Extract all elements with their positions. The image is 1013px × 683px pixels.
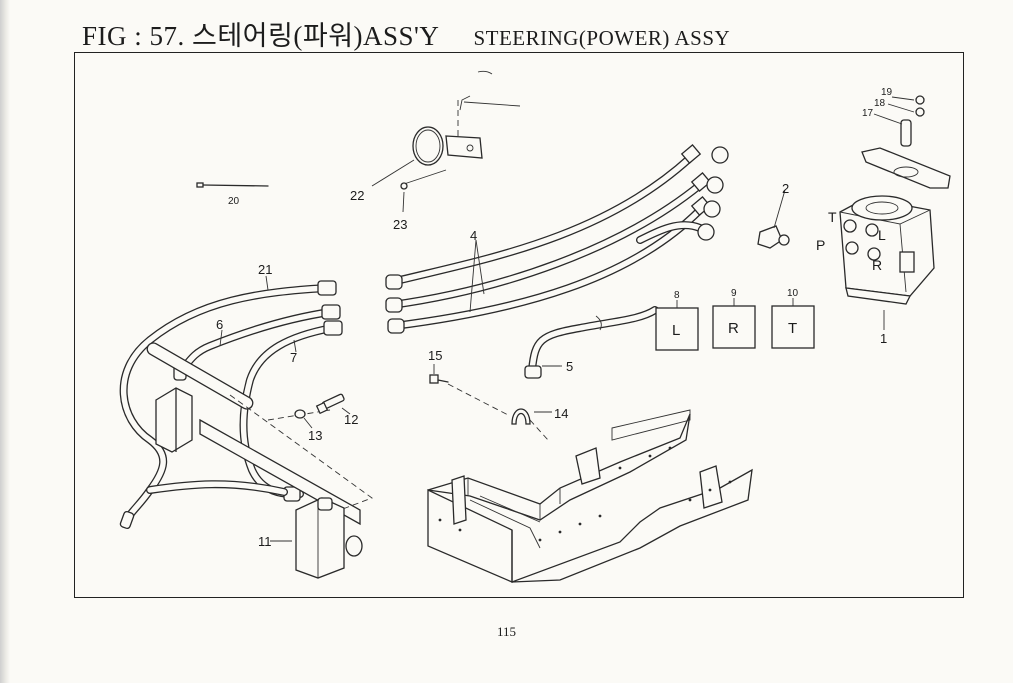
callout-8: 8 xyxy=(674,290,680,301)
scan-edge-shadow xyxy=(0,0,10,683)
part-2-elbow-fitting xyxy=(757,189,790,249)
part-15-screw xyxy=(429,364,449,384)
lower-hose-run xyxy=(146,480,288,496)
callout-4: 4 xyxy=(470,228,477,243)
callout-19: 19 xyxy=(881,87,893,98)
port-label-r: R xyxy=(872,257,882,273)
part-11-cylinder xyxy=(146,342,373,579)
label-box-l-letter: L xyxy=(672,322,680,339)
figure-title: FIG : 57. 스테어링(파워)ASS'Y xyxy=(82,21,440,51)
page-number: 115 xyxy=(496,624,517,639)
callout-17: 17 xyxy=(862,108,874,119)
callout-1: 1 xyxy=(880,331,887,346)
callout-22: 22 xyxy=(350,188,364,203)
part-23-bolt xyxy=(400,169,447,213)
callout-18: 18 xyxy=(874,98,886,109)
callout-7: 7 xyxy=(290,350,297,365)
part-22-ring-bracket xyxy=(371,70,521,187)
port-label-p: P xyxy=(816,237,825,253)
label-box-r-letter: R xyxy=(728,320,739,337)
part-17-19-fittings xyxy=(861,95,951,189)
callout-13: 13 xyxy=(308,428,322,443)
callout-12: 12 xyxy=(344,412,358,427)
callout-10: 10 xyxy=(787,288,799,299)
callout-11: 11 xyxy=(258,534,272,549)
callout-2: 2 xyxy=(782,181,789,196)
leader-lines xyxy=(303,365,562,429)
part-1-steering-unit xyxy=(839,195,935,330)
part-20-cable-tie xyxy=(196,182,269,188)
part-14-clamp xyxy=(447,383,552,441)
callout-20: 20 xyxy=(228,196,240,207)
chassis-frame xyxy=(427,409,753,583)
port-label-l: L xyxy=(878,227,886,243)
callout-15: 15 xyxy=(428,348,442,363)
figure-title-english: STEERING(POWER) ASSY xyxy=(473,26,731,50)
part-12-bolt xyxy=(315,393,345,415)
label-box-t-letter: T xyxy=(788,320,797,337)
callout-5: 5 xyxy=(566,359,573,374)
part-5-hose xyxy=(524,306,659,379)
callout-23: 23 xyxy=(393,217,407,232)
callout-14: 14 xyxy=(554,406,568,421)
callout-6: 6 xyxy=(216,317,223,332)
callout-9: 9 xyxy=(731,288,737,299)
diagram-frame xyxy=(74,52,964,598)
part-6-hose xyxy=(173,304,341,381)
label-boxes xyxy=(655,298,815,351)
callout-21: 21 xyxy=(258,262,272,277)
port-label-t: T xyxy=(828,209,837,225)
figure-header: FIG : 57. 스테어링(파워)ASS'Y STEERING(POWER) … xyxy=(82,14,730,53)
part-13-washer xyxy=(294,409,306,419)
part-4-hose-bundle xyxy=(385,143,729,334)
